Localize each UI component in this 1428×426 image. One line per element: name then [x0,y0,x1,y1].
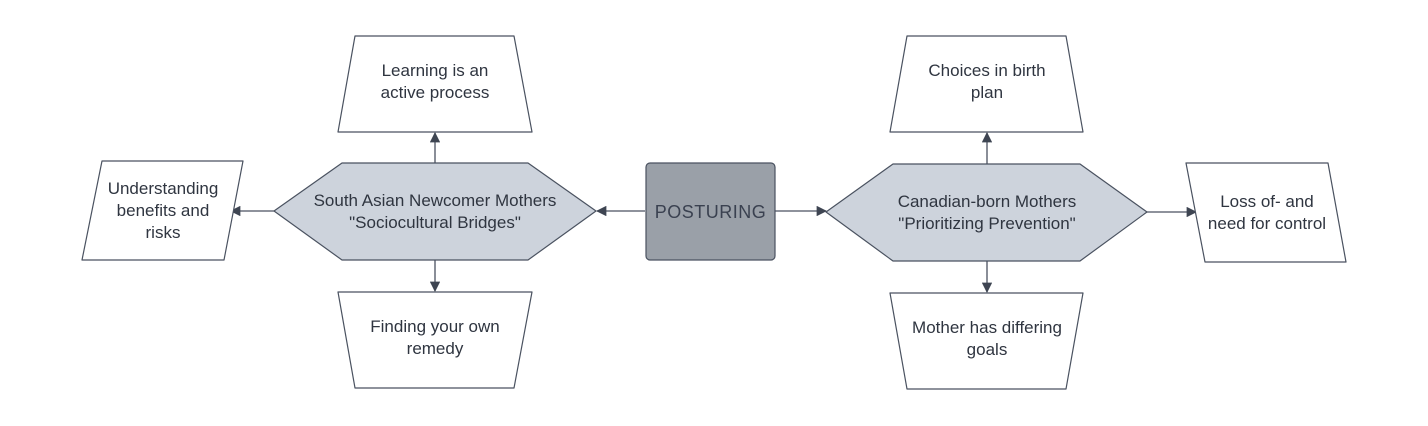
left-bottom-trapezoid [337,291,533,389]
right-bottom-trapezoid [889,292,1084,390]
left-hub-hexagon [273,162,597,261]
left-side-parallelogram [81,160,244,261]
right-top-trapezoid [889,35,1084,133]
right-hub-hexagon [825,163,1148,262]
right-side-parallelogram [1185,162,1347,263]
center-box [645,162,776,261]
left-top-trapezoid [337,35,533,133]
